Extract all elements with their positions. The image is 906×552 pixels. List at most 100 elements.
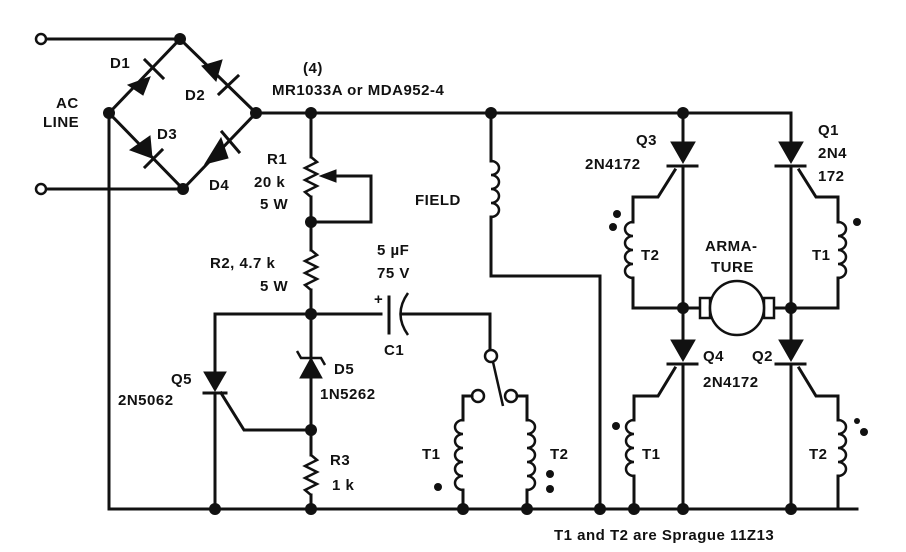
q3-part: 2N4172 (585, 156, 641, 173)
switch-blade (491, 361, 505, 407)
wire-d2 (177, 36, 259, 116)
q3-t2-dot-2 (609, 223, 617, 231)
c1-voltage: 75 V (377, 265, 410, 282)
wire-d1 (106, 36, 183, 116)
scr-q4: Q4 2N4172 T1 (612, 306, 759, 515)
wire-q2-gate (796, 365, 840, 422)
scr-q5: Q5 2N5062 (118, 312, 313, 515)
armature-motor: ARMA- TURE (677, 238, 797, 337)
zener-d5: D5 1N5262 (295, 312, 376, 436)
diode-d2-triangle (201, 59, 223, 82)
t2-primary-coil (526, 418, 537, 492)
q4-t1-dot (612, 422, 620, 430)
wire-q3-gate (631, 167, 678, 224)
ac-label-1: AC (56, 95, 79, 112)
diode-d3-triangle (128, 135, 153, 159)
q2-t2-dot-1 (854, 418, 860, 424)
armature-label-1: ARMA- (705, 238, 758, 255)
resistor-r2-zigzag (302, 249, 320, 291)
ac-terminal-bottom (34, 182, 48, 196)
q3-t2-dot-1 (613, 210, 621, 218)
switch-common-terminal (483, 348, 499, 364)
d4-label: D4 (209, 177, 229, 194)
q1-triangle (778, 141, 804, 165)
q5-name: Q5 (171, 371, 192, 388)
r1-name: R1 (267, 151, 287, 168)
r1-value: 20 k (254, 174, 285, 191)
wire-q1-coil-return (789, 276, 840, 310)
t2-primary-label: T2 (550, 446, 569, 463)
q5-triangle (203, 371, 227, 392)
d2-label: D2 (185, 87, 205, 104)
diode-d1-triangle (126, 76, 151, 96)
t2-polarity-dot-2 (546, 485, 554, 493)
r2-power: 5 W (260, 278, 289, 295)
q2-t2-dot-2 (860, 428, 868, 436)
node-q3-top (677, 107, 689, 119)
diode-d4-triangle (203, 136, 229, 165)
q3-name: Q3 (636, 132, 657, 149)
wire-top-rail-right (681, 111, 793, 142)
q2-gate-coil-t2 (837, 418, 848, 478)
node-bridge-top (174, 33, 186, 45)
r1-power: 5 W (260, 196, 289, 213)
field-label: FIELD (415, 192, 461, 209)
q4-triangle (670, 339, 696, 363)
q1-t1-dot (853, 218, 861, 226)
q3-coil-label: T2 (641, 247, 660, 264)
wire-c1-switch (399, 312, 492, 352)
t1-polarity-dot (434, 483, 442, 491)
node-q2-bottom (785, 503, 797, 515)
t1-primary-label: T1 (422, 446, 441, 463)
resistor-r2: R2, 4.7 k 5 W (210, 220, 320, 316)
node-q5-bottom (209, 503, 221, 515)
q1-coil-label: T1 (812, 247, 831, 264)
capacitor-c1: + 5 µF 75 V C1 (374, 242, 492, 359)
wire-q1-gate (796, 167, 840, 224)
wire-q5-gate (218, 390, 313, 432)
r3-value: 1 k (332, 477, 355, 494)
node-q4-bottom (677, 503, 689, 515)
q2q4-part: 2N4172 (703, 374, 759, 391)
c1-polarity: + (374, 291, 383, 308)
d3-label: D3 (157, 126, 177, 143)
bridge-quantity: (4) (303, 60, 323, 77)
q3-triangle (670, 141, 696, 165)
diode-d1: D1 (110, 55, 166, 96)
r3-name: R3 (330, 452, 350, 469)
node-q4-coil (628, 503, 640, 515)
q1-part-2: 172 (818, 168, 845, 185)
q2-coil-label: T2 (809, 446, 828, 463)
node-bridge-bottom (177, 183, 189, 195)
field-coil-winding (490, 159, 501, 219)
r2-name-value: R2, 4.7 k (210, 255, 276, 272)
scr-q2: Q2 T2 (752, 306, 868, 515)
scr-q3: Q3 2N4172 T2 (585, 107, 699, 310)
wire-t1-primary-top (461, 394, 474, 422)
d5-part: 1N5262 (320, 386, 376, 403)
diode-d2-bar (216, 73, 241, 97)
armature-brush-left (698, 296, 712, 320)
bridge-rectifier: D1 D2 D3 D4 (4) MR1033A or MDA952-4 (103, 33, 444, 195)
transformer-primaries: T1 T2 (422, 394, 569, 515)
d5-name: D5 (334, 361, 354, 378)
ac-terminal-top (34, 32, 48, 46)
t2-polarity-dot-1 (546, 470, 554, 478)
q1-part-1: 2N4 (818, 145, 847, 162)
scr-q1: Q1 2N4 172 T1 (774, 122, 861, 310)
diode-d4-bar (219, 129, 242, 155)
armature-label-2: TURE (711, 259, 754, 276)
node-field-top (485, 107, 497, 119)
switch-terminal-t2 (503, 388, 519, 404)
wire-field-return (489, 215, 602, 511)
wire-q4-gate (632, 365, 678, 422)
field-coil: FIELD (415, 107, 606, 515)
armature-brush-right (762, 296, 776, 320)
resistor-r1-zigzag (302, 156, 320, 198)
switch-terminal-t1 (470, 388, 486, 404)
d5-triangle (299, 356, 323, 379)
ac-input: AC LINE (34, 32, 185, 196)
node-field-bottom (594, 503, 606, 515)
armature-rotor (708, 279, 766, 337)
